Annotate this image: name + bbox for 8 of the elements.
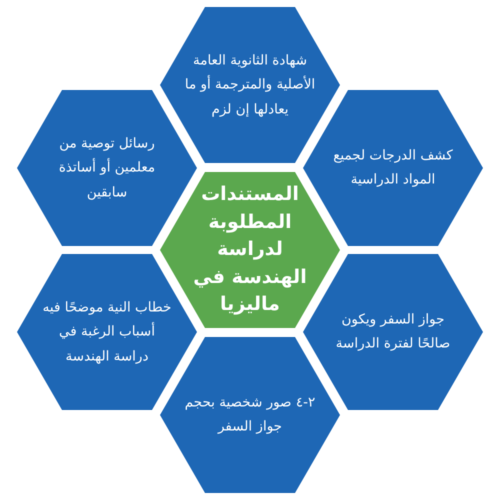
hexagon-text: كشف الدرجات لجميع المواد الدراسية (332, 146, 454, 190)
hexagon-text: رسائل توصية من معلمين أو أساتذة سابقين (58, 134, 156, 202)
hexagon-text: ٢-٤ صور شخصية بحجم جواز السفر (184, 394, 316, 437)
hexagon (15, 88, 199, 248)
hexagon-heading: المستندات المطلوبة لدراسة الهندسة في ماليزيا (192, 182, 308, 318)
hexagon-text: جواز السفر ويكون صالحًا لفترة الدراسة (334, 310, 452, 354)
hexagon-text: خطاب النية موضحًا فيه أسباب الرغبة في دراسة الهندسة (42, 298, 172, 366)
hexagon-text: شهادة الثانوية العامة الأصلية والمترجمة أو ما يعادلها إن لزم (184, 52, 316, 120)
